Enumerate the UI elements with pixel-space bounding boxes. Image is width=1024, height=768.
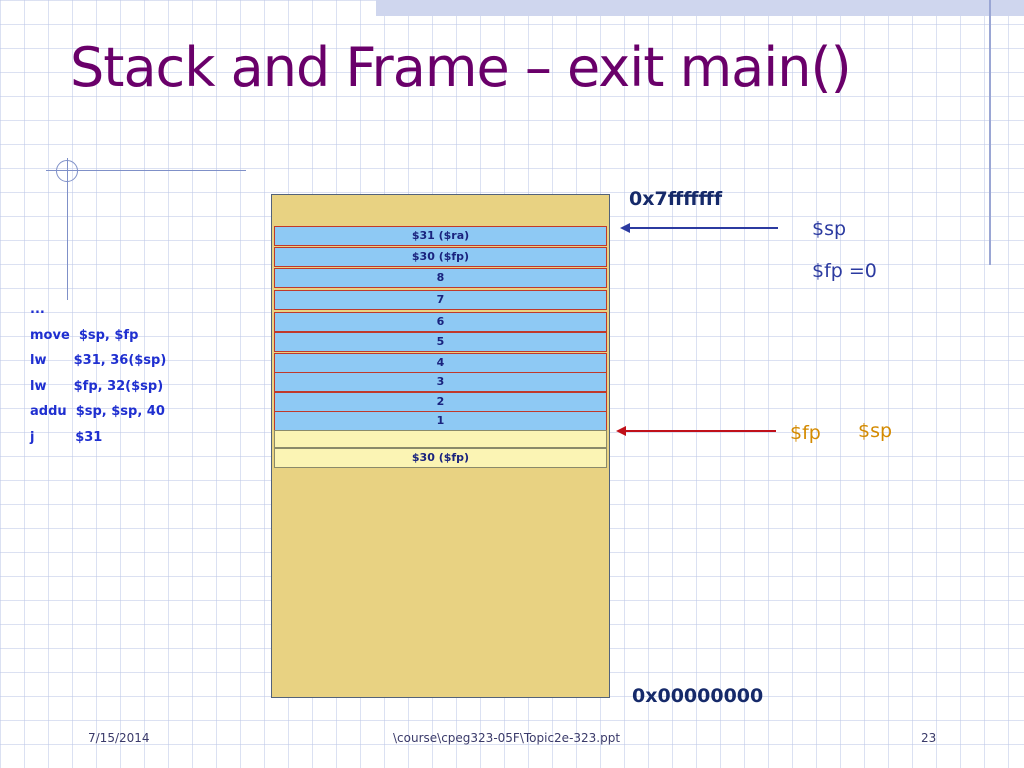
- decor-vertical-rule: [67, 158, 68, 300]
- arrow-left-icon: [616, 426, 776, 436]
- stack-slot-saved-fp: $30 ($fp): [274, 448, 607, 468]
- stack-slot-fp: $30 ($fp): [274, 247, 607, 267]
- top-sp-label: $sp: [812, 218, 847, 240]
- stack-slot-5: 5: [274, 332, 607, 352]
- stack-slot-2: 2: [274, 392, 607, 412]
- stack-slot-empty: [274, 430, 607, 448]
- code-line: move $sp, $fp: [30, 327, 139, 343]
- stack-memory-block: $31 ($ra) $30 ($fp) 8 7 6 5 4 3 2 1 $30 …: [271, 194, 610, 698]
- decor-horizontal-rule: [46, 170, 246, 171]
- stack-slot-1: 1: [274, 411, 607, 431]
- slide-title: Stack and Frame – exit main(): [70, 36, 852, 99]
- arrow-left-icon: [620, 223, 778, 233]
- stack-slot-8: 8: [274, 268, 607, 288]
- footer-page-number: 23: [921, 731, 937, 745]
- stack-slot-4: 4: [274, 353, 607, 373]
- stack-slot-3: 3: [274, 372, 607, 392]
- stack-slot-6: 6: [274, 312, 607, 332]
- right-decor-rule: [989, 0, 991, 265]
- crosshair-icon: [56, 160, 78, 182]
- top-fp-label: $fp =0: [812, 260, 877, 282]
- stack-slot-ra: $31 ($ra): [274, 226, 607, 246]
- bottom-address-label: 0x00000000: [632, 685, 764, 707]
- footer-path: \course\cpeg323-05F\Topic2e-323.ppt: [393, 731, 621, 745]
- footer-date: 7/15/2014: [88, 731, 150, 745]
- code-line: lw $31, 36($sp): [30, 353, 167, 368]
- code-line: ...: [30, 302, 45, 317]
- bottom-fp-label: $fp: [790, 422, 821, 444]
- top-address-label: 0x7fffffff: [629, 188, 723, 210]
- stack-slot-7: 7: [274, 290, 607, 310]
- code-line: lw $fp, 32($sp): [30, 378, 164, 394]
- bottom-sp-label: $sp: [858, 420, 893, 442]
- code-line: j $31: [30, 429, 103, 445]
- code-line: addu $sp, $sp, 40: [30, 404, 165, 419]
- top-decor-band: [376, 0, 1024, 16]
- code-listing: ... move $sp, $fp lw $31, 36($sp) lw $fp…: [30, 302, 166, 455]
